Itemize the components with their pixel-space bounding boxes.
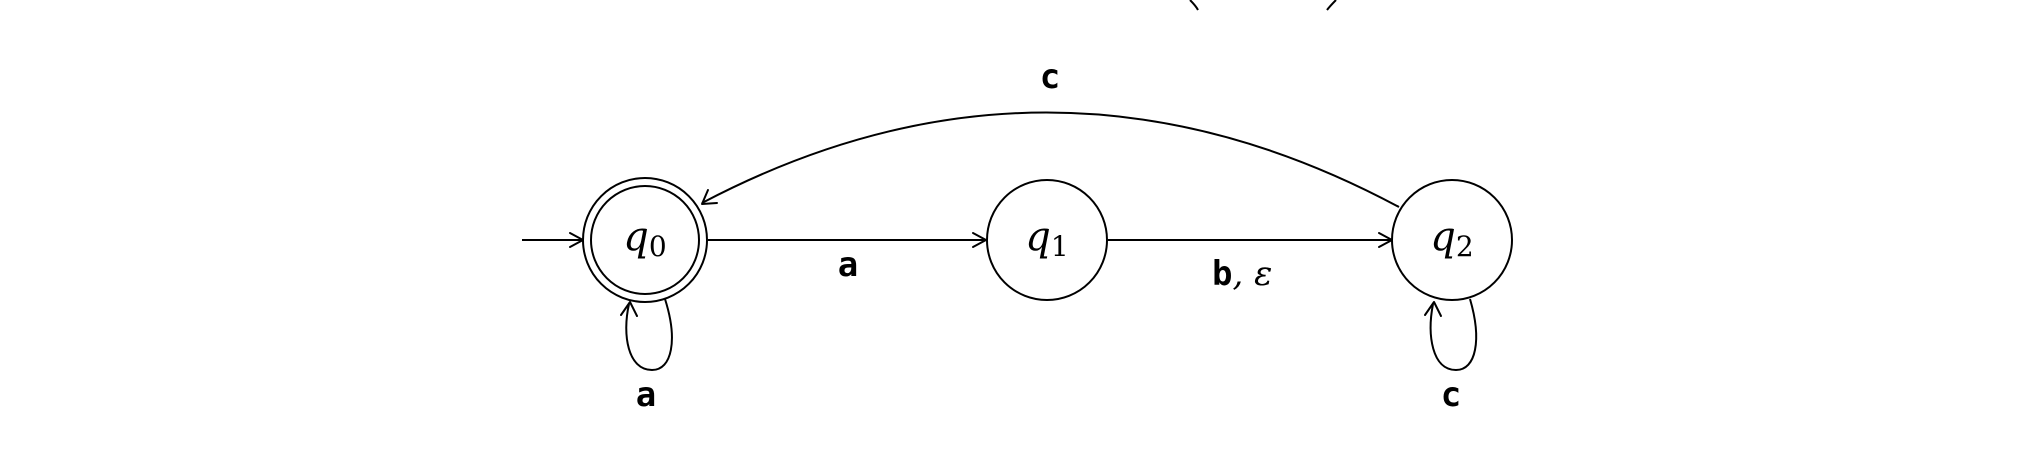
state-q2: q2 — [1391, 179, 1513, 301]
edge-label-q1-q2-symbol: b — [1212, 254, 1232, 294]
edge-q2-q0: c — [701, 57, 1400, 208]
edge-label-q1-q2: b, ε — [1212, 254, 1272, 294]
cropped-bracket-left — [1189, 0, 1199, 11]
state-q1: q1 — [986, 179, 1108, 301]
edge-q0-q1: a — [708, 232, 987, 285]
cropped-bracket-right — [1326, 0, 1337, 11]
state-q1-label: q1 — [1025, 214, 1068, 263]
state-q0: q0 — [582, 177, 708, 303]
state-q0-inner-ring — [590, 185, 700, 295]
state-q2-circle — [1391, 179, 1513, 301]
state-q1-circle — [986, 179, 1108, 301]
edge-label-q2-loop: c — [1441, 375, 1461, 415]
self-loop-q0: a — [620, 298, 673, 415]
state-q2-label: q2 — [1430, 214, 1473, 263]
initial-arrow — [522, 232, 584, 248]
edge-label-q1-q2-epsilon: , ε — [1232, 254, 1272, 294]
edge-q1-q2: b, ε — [1108, 232, 1393, 294]
edge-label-q0-q1: a — [838, 245, 858, 285]
state-q0-label: q0 — [623, 214, 666, 263]
self-loop-q2: c — [1424, 298, 1478, 415]
edge-label-q2-q0: c — [1040, 57, 1060, 97]
edge-label-q0-loop: a — [636, 375, 656, 415]
